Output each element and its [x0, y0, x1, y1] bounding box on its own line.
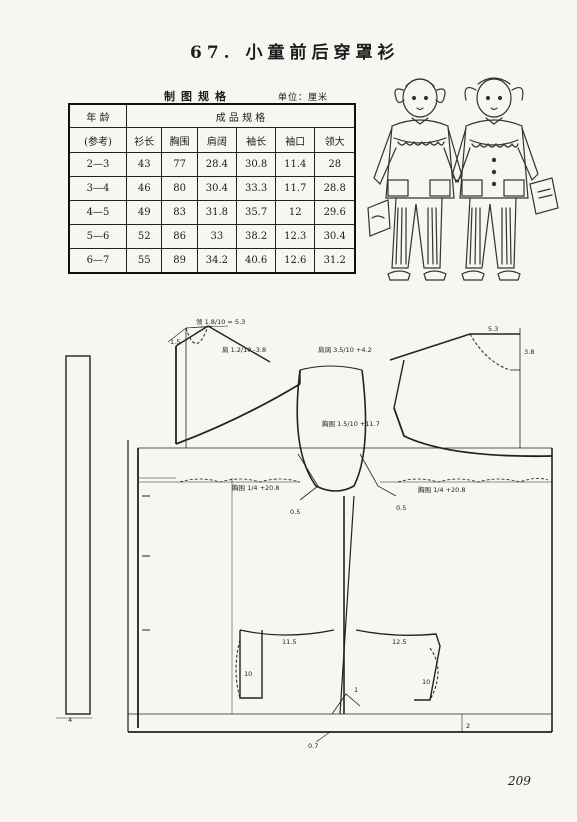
group-header: 成 品 规 格 [126, 103, 356, 128]
value-cell: 28 [314, 152, 357, 177]
collar-left-label: 领 1.8/10 = 5.3 [196, 317, 245, 326]
page-title: 67. 小童前后穿罩衫 [190, 43, 400, 63]
value-cell: 31.8 [196, 200, 237, 225]
side-seams [138, 477, 233, 714]
value-cell: 30.8 [235, 152, 277, 177]
table-row: 6—7 55 89 34.2 40.6 12.6 31.2 [68, 248, 357, 274]
value-cell: 38.2 [235, 224, 277, 249]
table-row: 2—3 43 77 28.4 30.8 11.4 28 [68, 152, 357, 177]
value-cell: 34.2 [196, 248, 237, 274]
value-cell: 77 [161, 152, 198, 177]
value-cell: 35.7 [235, 200, 277, 225]
col-header: 胸围 [161, 127, 198, 153]
value-cell: 83 [161, 200, 198, 225]
age-cell: 2—3 [68, 152, 127, 177]
value-cell: 80 [161, 176, 198, 201]
dim-label: 1.5 [170, 338, 180, 346]
value-cell: 33 [196, 224, 237, 249]
child-right-figure [451, 77, 559, 281]
pattern-diagram: 领 1.8/10 = 5.3 5.3 1.5 3.8 肩 1.2/10 -3.8… [56, 317, 553, 750]
value-cell: 28.4 [196, 152, 237, 177]
value-cell: 40.6 [235, 248, 277, 274]
value-cell: 12.3 [275, 224, 316, 249]
facing-width-label: 4 [68, 716, 72, 724]
pocket-right-height-label: 10 [422, 678, 430, 686]
col-header: 衫长 [125, 127, 163, 153]
value-cell: 52 [125, 224, 163, 249]
collar-right-label: 5.3 [488, 325, 498, 333]
pocket-right [355, 629, 441, 701]
value-cell: 12.6 [275, 248, 316, 274]
value-cell: 11.7 [275, 176, 316, 201]
table-row: 3—4 46 80 30.4 33.3 11.7 28.8 [68, 176, 357, 201]
value-cell: 31.2 [314, 248, 357, 274]
chest-lines [138, 478, 552, 483]
spec-unit: 单位：厘米 [278, 93, 329, 103]
chest-right-label: 胸围 1/4 +20.8 [418, 485, 466, 494]
value-cell: 33.3 [235, 176, 277, 201]
child-left-figure [367, 78, 463, 281]
col-header: 袖长 [235, 127, 277, 153]
value-cell: 29.6 [314, 200, 357, 225]
hem-label: 2 [466, 722, 470, 730]
value-cell: 12 [275, 200, 316, 225]
armhole-label: 胸围 1.5/10 +11.7 [322, 419, 380, 428]
pocket-left [235, 629, 335, 699]
dim-label: 3.8 [524, 348, 534, 356]
pocket-left-width-label: 11.5 [282, 638, 296, 646]
children-illustration [367, 77, 559, 281]
value-cell: 55 [125, 248, 163, 274]
value-cell: 89 [161, 248, 198, 274]
hem-label: 1 [354, 686, 358, 694]
age-note: (参考) [68, 127, 127, 153]
sleeve-area [296, 365, 397, 715]
age-cell: 6—7 [68, 248, 127, 274]
body-frame [127, 328, 553, 733]
table-row: 5—6 52 86 33 38.2 12.3 30.4 [68, 224, 357, 249]
shoulder-mid-label: 肩阔 3.5/10 +4.2 [318, 345, 372, 354]
hem-details [315, 693, 463, 743]
value-cell: 30.4 [314, 224, 357, 249]
value-cell: 30.4 [196, 176, 237, 201]
value-cell: 43 [125, 152, 163, 177]
left-shoulder [167, 325, 301, 445]
pocket-left-height-label: 10 [244, 670, 252, 678]
value-cell: 86 [161, 224, 198, 249]
col-header: 领大 [314, 127, 357, 153]
value-cell: 28.8 [314, 176, 357, 201]
dim-label: 0.5 [290, 508, 300, 516]
value-cell: 46 [125, 176, 163, 201]
spec-table: 年 龄 成 品 规 格 (参考) 衫长 胸围 肩阔 袖长 袖口 领大 2—3 4… [68, 103, 357, 274]
chest-left-label: 胸围 1/4 +20.8 [232, 483, 280, 492]
right-shoulder [389, 333, 553, 458]
page-number: 209 [508, 774, 531, 788]
age-cell: 3—4 [68, 176, 127, 201]
age-cell: 4—5 [68, 200, 127, 225]
value-cell: 11.4 [275, 152, 316, 177]
pocket-right-width-label: 12.5 [392, 638, 406, 646]
col-header: 袖口 [275, 127, 316, 153]
age-header: 年 龄 [68, 103, 127, 128]
hem-label: 0.7 [308, 742, 318, 750]
col-header: 肩阔 [196, 127, 237, 153]
age-cell: 5—6 [68, 224, 127, 249]
facing-strip [56, 355, 92, 719]
shoulder-left-label: 肩 1.2/10 -3.8 [222, 345, 266, 354]
table-row: 4—5 49 83 31.8 35.7 12 29.6 [68, 200, 357, 225]
dim-label: 0.5 [396, 504, 406, 512]
value-cell: 49 [125, 200, 163, 225]
spec-heading: 制图规格 [164, 90, 232, 103]
